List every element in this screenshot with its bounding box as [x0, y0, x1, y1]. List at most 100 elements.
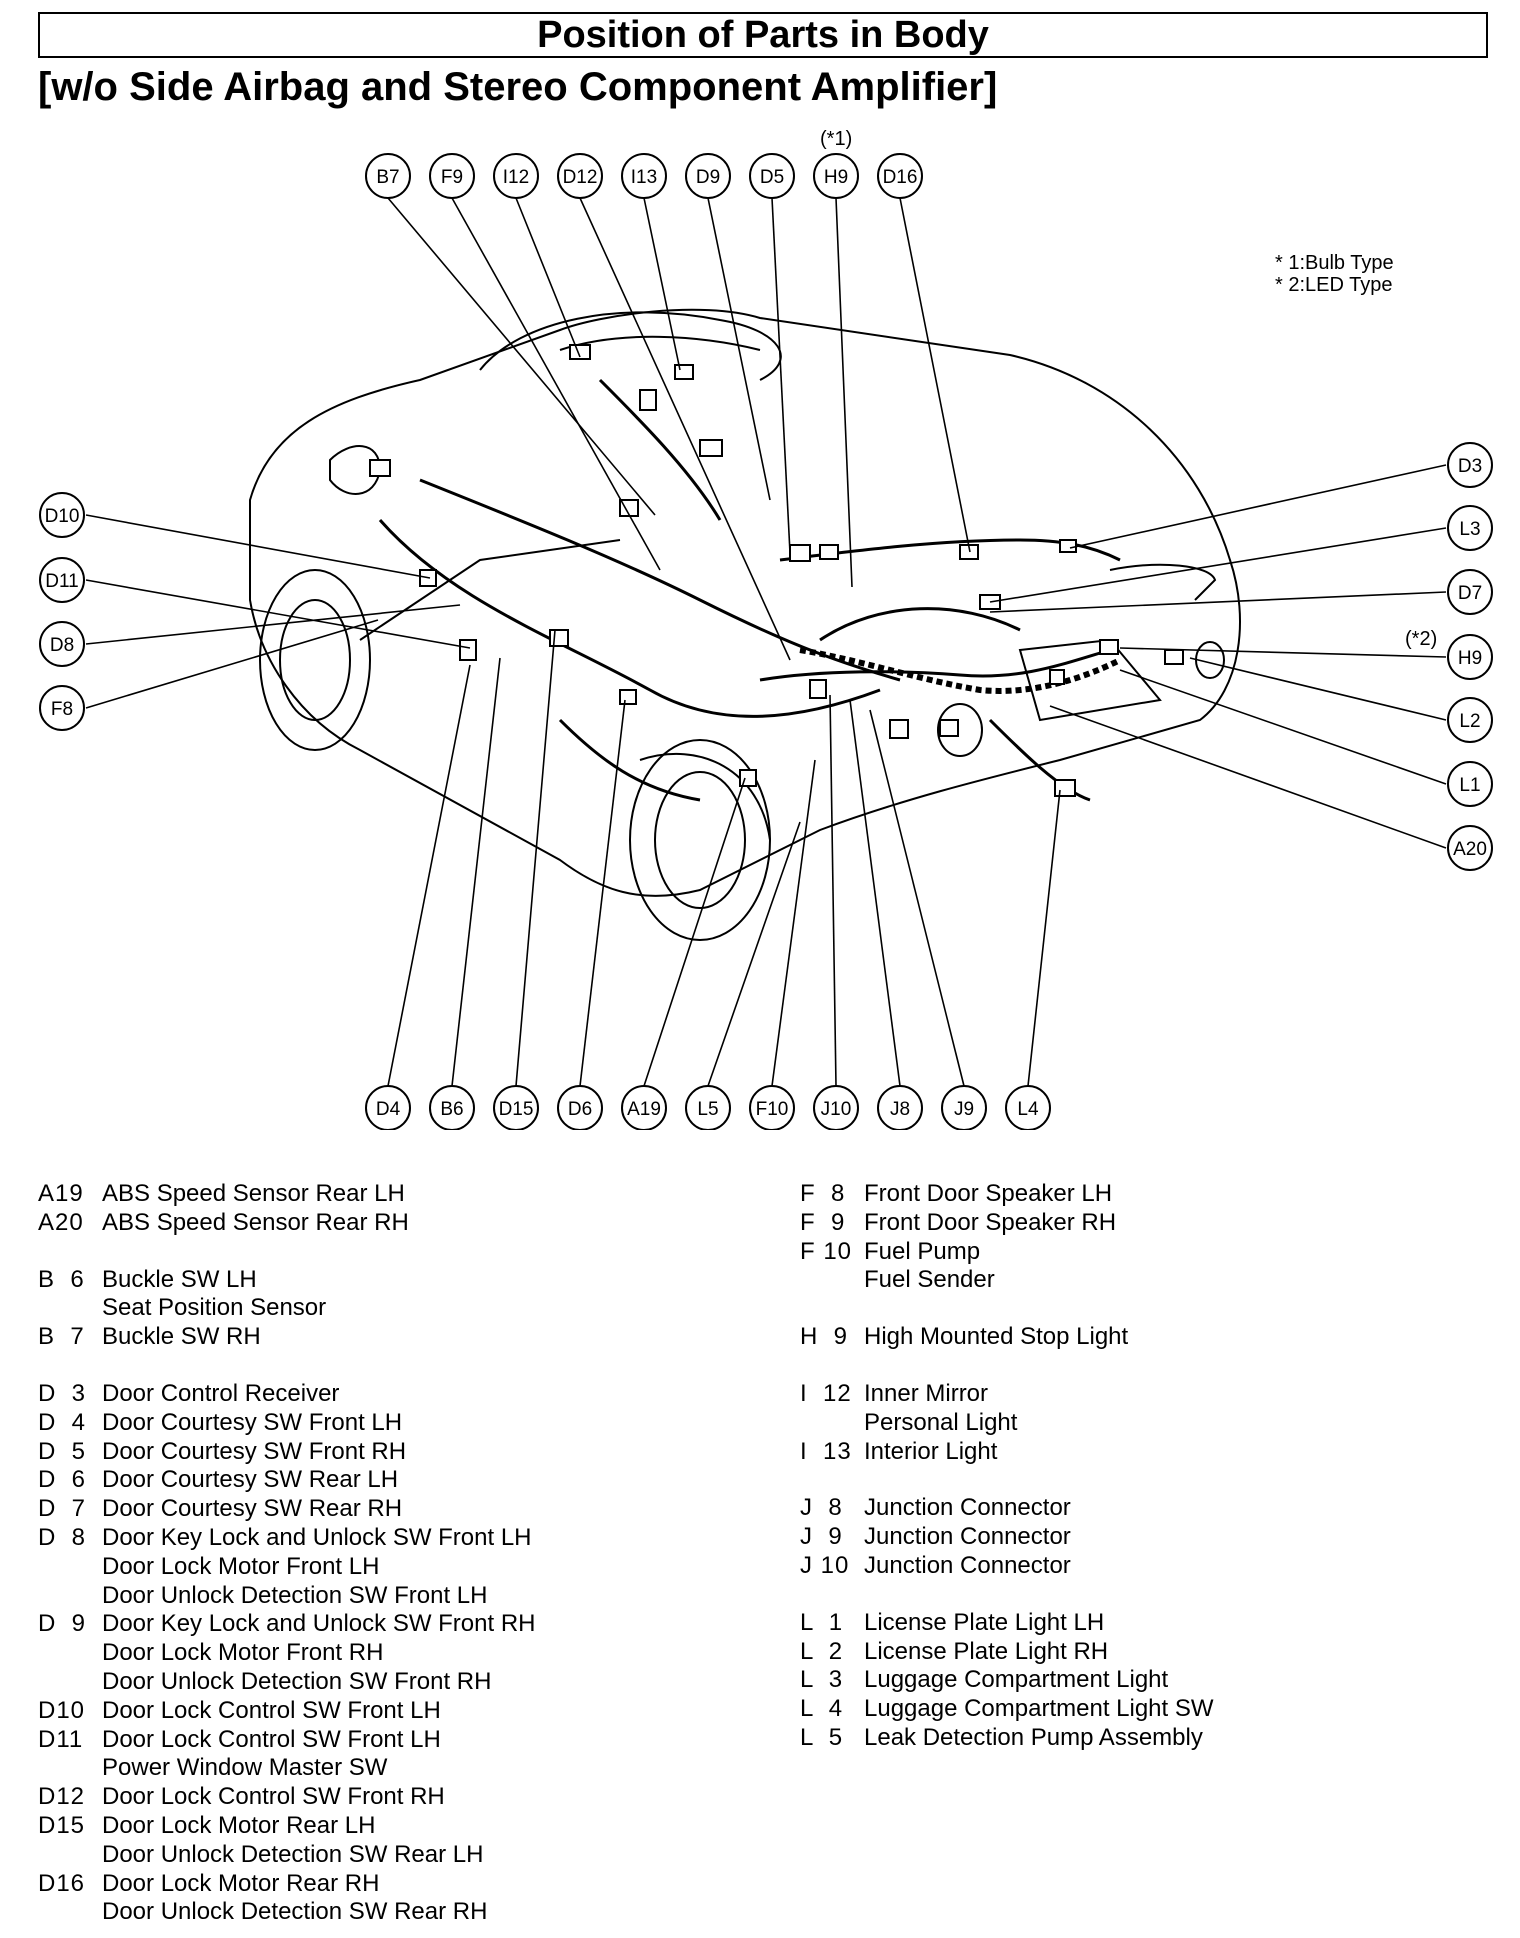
legend-row: J 8 Junction Connector	[800, 1494, 1214, 1523]
legend-code: J 9	[800, 1523, 843, 1551]
callout-label: D11	[45, 571, 78, 592]
callout-top-d16: D16	[877, 153, 923, 199]
legend-code	[800, 1266, 864, 1295]
legend-code: B 7	[38, 1323, 85, 1351]
legend-description: ABS Speed Sensor Rear RH	[102, 1208, 409, 1236]
legend-description: Interior Light	[864, 1437, 998, 1465]
legend-code: D 6	[38, 1466, 87, 1494]
legend-code: J 8	[800, 1494, 843, 1522]
callout-label: B7	[376, 167, 399, 188]
legend-row: Door Lock Motor Front RH	[38, 1639, 536, 1668]
callout-label: D5	[760, 167, 784, 188]
callout-label: L4	[1017, 1099, 1039, 1120]
callout-label: D10	[45, 506, 80, 527]
callout-label: D6	[568, 1099, 592, 1120]
callout-label: D16	[883, 167, 918, 188]
callout-bottom-d6: D6	[557, 1085, 603, 1130]
callout-right-l3: L3	[1447, 505, 1493, 551]
legend-description: Power Window Master SW	[102, 1754, 388, 1782]
car-body-diagram: B7 F9 I12 D12 I13 D9 D5 H9 D16 D10 D11 D…	[39, 153, 1493, 1130]
legend-description: Door Courtesy SW Rear RH	[102, 1495, 403, 1523]
legend-description: Junction Connector	[864, 1494, 1071, 1522]
legend-row: Personal Light	[800, 1409, 1214, 1438]
callout-label: D4	[376, 1099, 401, 1120]
callout-label: B6	[440, 1099, 463, 1120]
callout-bottom-l4: L4	[1005, 1085, 1051, 1130]
legend-row: J 10 Junction Connector	[800, 1552, 1214, 1581]
legend-description: Personal Light	[864, 1408, 1018, 1436]
legend-code: D11	[38, 1725, 84, 1753]
callout-right-l1: L1	[1447, 761, 1493, 807]
legend-description: Door Control Receiver	[102, 1379, 340, 1407]
legend-row: Door Unlock Detection SW Front LH	[38, 1582, 536, 1611]
legend-description: Buckle SW LH	[102, 1265, 257, 1293]
legend-row: Power Window Master SW	[38, 1754, 536, 1783]
callout-left-d10: D10	[39, 492, 85, 538]
callout-label: L2	[1459, 711, 1480, 732]
legend-code: L 5	[800, 1723, 844, 1751]
callout-label: J10	[821, 1099, 852, 1120]
legend-gap	[38, 1238, 536, 1266]
connector-blocks	[369, 344, 1184, 797]
callout-label: D9	[696, 167, 720, 188]
legend-code: D 3	[38, 1379, 87, 1407]
legend-row: L 2 License Plate Light RH	[800, 1638, 1214, 1667]
callout-label: F9	[441, 167, 463, 188]
legend-code: B 6	[38, 1265, 85, 1293]
callout-label: D8	[50, 635, 74, 656]
legend-description: Door Lock Control SW Front LH	[102, 1696, 441, 1724]
legend-code	[38, 1294, 102, 1323]
note-star2-marker: (*2)	[1405, 628, 1438, 650]
legend-gap	[800, 1352, 1214, 1380]
legend-description: Door Unlock Detection SW Rear LH	[102, 1840, 484, 1868]
legend-description: Door Lock Motor Rear RH	[102, 1869, 380, 1897]
callout-label: J9	[954, 1099, 974, 1120]
legend-description: License Plate Light RH	[864, 1637, 1109, 1665]
leader-lines	[85, 197, 1447, 1087]
legend-code: F 8	[800, 1180, 846, 1207]
legend-code: D12	[38, 1783, 86, 1811]
legend-description: High Mounted Stop Light	[864, 1323, 1129, 1351]
legend-row: Seat Position Sensor	[38, 1294, 536, 1323]
callout-bottom-l5: L5	[685, 1085, 731, 1130]
legend-code	[38, 1898, 102, 1927]
legend-description: Junction Connector	[864, 1523, 1071, 1551]
legend-code: F 9	[800, 1208, 846, 1236]
legend-row: B 6 Buckle SW LH	[38, 1266, 536, 1295]
legend-description: Seat Position Sensor	[102, 1294, 327, 1322]
callouts-bottom: D4 B6 D15 D6 A19 L5 F10 J10 J8 J9 L4	[365, 1085, 1051, 1130]
legend-description: Junction Connector	[864, 1551, 1071, 1579]
callout-label: L1	[1459, 775, 1480, 796]
callout-left-d11: D11	[39, 557, 85, 603]
legend-code: L 3	[800, 1666, 844, 1694]
legend-code: A19	[38, 1180, 84, 1207]
legend-description: Door Key Lock and Unlock SW Front LH	[102, 1523, 532, 1551]
legend-description: Door Lock Control SW Front RH	[102, 1783, 445, 1811]
legend-code: L 2	[800, 1637, 844, 1665]
callout-label: D3	[1458, 456, 1482, 477]
legend-row: Door Unlock Detection SW Front RH	[38, 1668, 536, 1697]
callout-label: D7	[1458, 583, 1482, 604]
callout-label: H9	[824, 167, 848, 188]
legend-code	[38, 1553, 102, 1582]
wire-harness-dashed	[799, 647, 1122, 694]
legend-code: D16	[38, 1869, 86, 1897]
callouts-top: B7 F9 I12 D12 I13 D9 D5 H9 D16	[365, 153, 923, 199]
legend-code: J 10	[800, 1551, 850, 1579]
legend-description: Door Key Lock and Unlock SW Front RH	[102, 1610, 536, 1638]
legend-description: License Plate Light LH	[864, 1608, 1105, 1636]
